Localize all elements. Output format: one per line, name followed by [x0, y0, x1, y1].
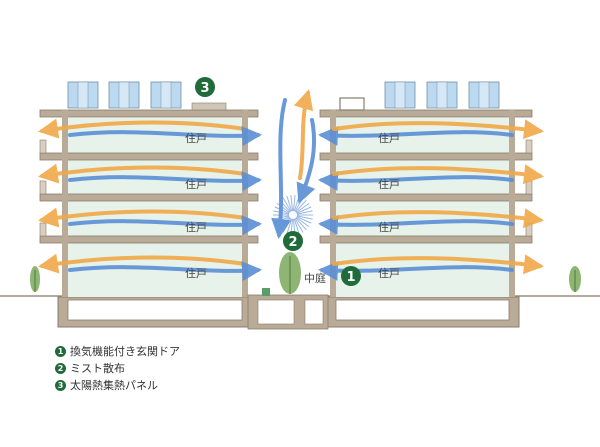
legend-item: 2 ミスト散布: [55, 360, 250, 376]
cool-air-arrow: [68, 215, 262, 236]
mist-spray-ray: [286, 195, 293, 212]
mist-spray-ray: [296, 210, 313, 215]
floor-slab: [39, 235, 259, 244]
number-badge-icon: [283, 231, 303, 251]
unit-label: 住戸: [378, 266, 400, 280]
floor-space: [62, 200, 248, 236]
roof-device: [191, 102, 227, 111]
floor-slab: [39, 109, 259, 118]
solar-panel-cell: [478, 81, 490, 109]
legend-item: 3 太陽熱集熱パネル: [55, 377, 250, 393]
mist-spray-ray: [296, 215, 313, 220]
warm-air-arrow: [332, 208, 544, 229]
number-badge-icon: 2: [55, 362, 66, 374]
exterior-wall: [242, 110, 248, 297]
solar-panel-cell: [118, 81, 130, 109]
cool-air-arrow: [68, 126, 262, 147]
number-badge-icon: [341, 266, 361, 286]
floor-slab: [319, 235, 533, 244]
unit-label: 住戸: [378, 177, 400, 191]
mist-spray-ray: [296, 206, 312, 214]
warm-air-arrow: [332, 254, 544, 275]
marker-3-badge: 3: [195, 77, 215, 97]
courtyard-pit: [304, 299, 324, 325]
legend-text: ミスト散布: [70, 362, 125, 375]
exterior-wall: [330, 110, 336, 297]
solar-panel-cell: [160, 81, 172, 109]
warm-air-arrow: [38, 253, 247, 274]
unit-label: 住戸: [378, 220, 400, 234]
mist-spray-ray: [295, 216, 310, 228]
floor-slab: [319, 152, 533, 161]
warm-air-arrow: [332, 164, 544, 185]
floor-space: [330, 200, 515, 236]
solar-panel-cell: [77, 81, 89, 109]
mist-spray-ray: [290, 195, 294, 212]
unit-label: 住戸: [185, 177, 207, 191]
exterior-wall: [62, 110, 68, 297]
balcony-railing: [39, 139, 47, 154]
courtyard-pit: [257, 299, 295, 325]
legend-text: 太陽熱集熱パネル: [70, 379, 158, 392]
warm-air-arrow: [293, 89, 314, 180]
number-badge-icon: 1: [55, 345, 66, 357]
mist-spray-ray: [282, 197, 292, 212]
legend-item: 1 換気機能付き玄関ドア: [55, 343, 250, 359]
cool-air-arrow: [68, 171, 262, 192]
exterior-wall: [509, 110, 515, 297]
unit-label: 住戸: [378, 131, 400, 145]
planter: [262, 288, 270, 296]
floor-slab: [319, 109, 533, 118]
balcony-railing: [39, 222, 47, 237]
cool-air-arrow: [318, 170, 514, 191]
warm-air-arrow: [332, 119, 544, 140]
marker-1-badge: 1: [341, 266, 361, 286]
cool-air-arrow: [68, 261, 262, 282]
marker-2-number: 2: [288, 235, 297, 250]
unit-label: 住戸: [185, 266, 207, 280]
floor-slab: [319, 193, 533, 202]
balcony-railing: [525, 139, 533, 154]
balcony-railing: [525, 180, 533, 195]
solar-panel-cell: [394, 81, 406, 109]
basement-space: [335, 299, 510, 321]
warm-air-arrow: [38, 163, 247, 184]
mist-spray-ray: [292, 195, 296, 212]
legend-text: 換気機能付き玄関ドア: [70, 345, 180, 358]
floor-slab: [39, 152, 259, 161]
unit-label: 住戸: [185, 220, 207, 234]
balcony-railing: [39, 180, 47, 195]
mist-spray-ray: [294, 218, 304, 233]
marker-2-badge: 2: [283, 231, 303, 251]
balcony-railing: [525, 222, 533, 237]
mist-spray-ray: [296, 216, 312, 224]
cool-air-arrow: [296, 118, 317, 204]
solar-panel-cell: [436, 81, 448, 109]
roof-hatch: [339, 97, 365, 111]
unit-label: 住戸: [185, 131, 207, 145]
basement-space: [67, 299, 243, 321]
cool-air-arrow: [271, 98, 292, 239]
floor-slab: [39, 193, 259, 202]
warm-air-arrow: [38, 207, 247, 228]
mist-spray-ray: [295, 202, 310, 214]
cool-air-arrow: [318, 125, 514, 146]
courtyard-label: 中庭: [304, 271, 326, 285]
number-badge-icon: 3: [55, 379, 66, 391]
number-badge-icon: [195, 77, 215, 97]
cool-air-arrow: [318, 214, 514, 235]
mist-spray-ray: [295, 217, 307, 231]
marker-3-number: 3: [200, 81, 209, 96]
warm-air-arrow: [38, 118, 247, 139]
marker-1-number: 1: [346, 270, 355, 285]
mist-spray-ray: [293, 218, 300, 235]
legend: 1 換気機能付き玄関ドア 2 ミスト散布 3 太陽熱集熱パネル: [55, 343, 250, 394]
